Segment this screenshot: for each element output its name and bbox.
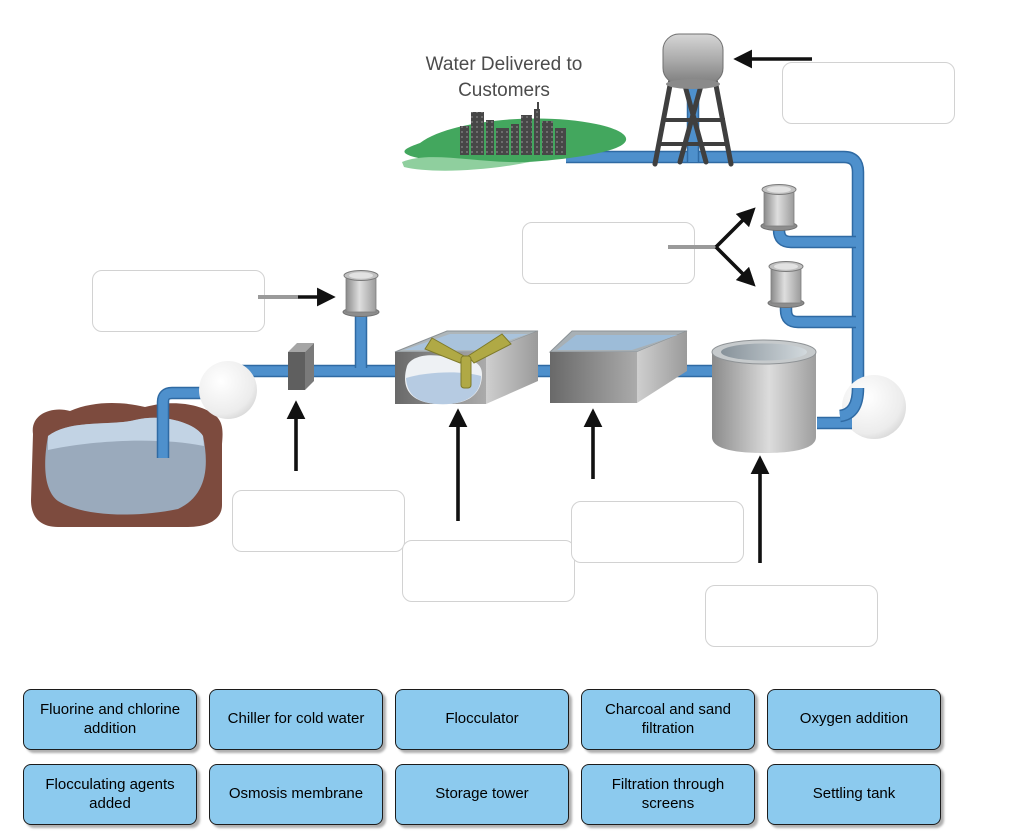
chip-settling-tank[interactable]: Settling tank <box>767 764 941 825</box>
chip-flocculating-agents-added[interactable]: Flocculating agents added <box>23 764 197 825</box>
chip-osmosis-membrane[interactable]: Osmosis membrane <box>209 764 383 825</box>
water-source-basin-icon <box>31 402 223 527</box>
flocculator-tank-icon <box>394 330 539 405</box>
chip-storage-tower[interactable]: Storage tower <box>395 764 569 825</box>
dropzone-dual-canisters[interactable] <box>522 222 695 284</box>
chemical-canister-icon <box>767 261 805 308</box>
pump-sphere-icon <box>842 375 906 439</box>
chip-flocculator[interactable]: Flocculator <box>395 689 569 750</box>
chip-filtration-through-screens[interactable]: Filtration through screens <box>581 764 755 825</box>
water-tower-icon <box>652 33 734 167</box>
chip-chiller-for-cold-water[interactable]: Chiller for cold water <box>209 689 383 750</box>
word-bank: Fluorine and chlorine addition Chiller f… <box>23 689 941 825</box>
water-delivered-label: Water Delivered to Customers <box>425 54 583 101</box>
pipe-main-line <box>156 310 714 458</box>
dropzone-large-tank[interactable] <box>705 585 878 647</box>
dropzone-settling-tank[interactable] <box>571 501 744 563</box>
membrane-slab-icon <box>288 343 314 390</box>
chip-charcoal-sand-filtration[interactable]: Charcoal and sand filtration <box>581 689 755 750</box>
pipe-branches <box>772 226 856 329</box>
impeller-icon <box>424 333 512 389</box>
dropzone-first-canister[interactable] <box>92 270 265 332</box>
city-on-grass-icon <box>402 102 627 171</box>
label-arrow-icon <box>258 49 812 563</box>
dropzone-membrane[interactable] <box>232 490 405 552</box>
large-cylindrical-tank-icon <box>711 339 817 453</box>
chip-oxygen-addition[interactable]: Oxygen addition <box>767 689 941 750</box>
dropzone-flocculator[interactable] <box>402 540 575 602</box>
chemical-canister-icon <box>760 184 798 231</box>
chip-fluorine-chlorine-addition[interactable]: Fluorine and chlorine addition <box>23 689 197 750</box>
pipe-outlet <box>817 387 865 430</box>
water-source-label: Water Source <box>78 442 139 493</box>
dropzone-water-tower[interactable] <box>782 62 955 124</box>
pump-sphere-icon <box>199 361 257 419</box>
settling-tank-icon <box>548 330 688 403</box>
chemical-canister-icon <box>342 270 380 317</box>
